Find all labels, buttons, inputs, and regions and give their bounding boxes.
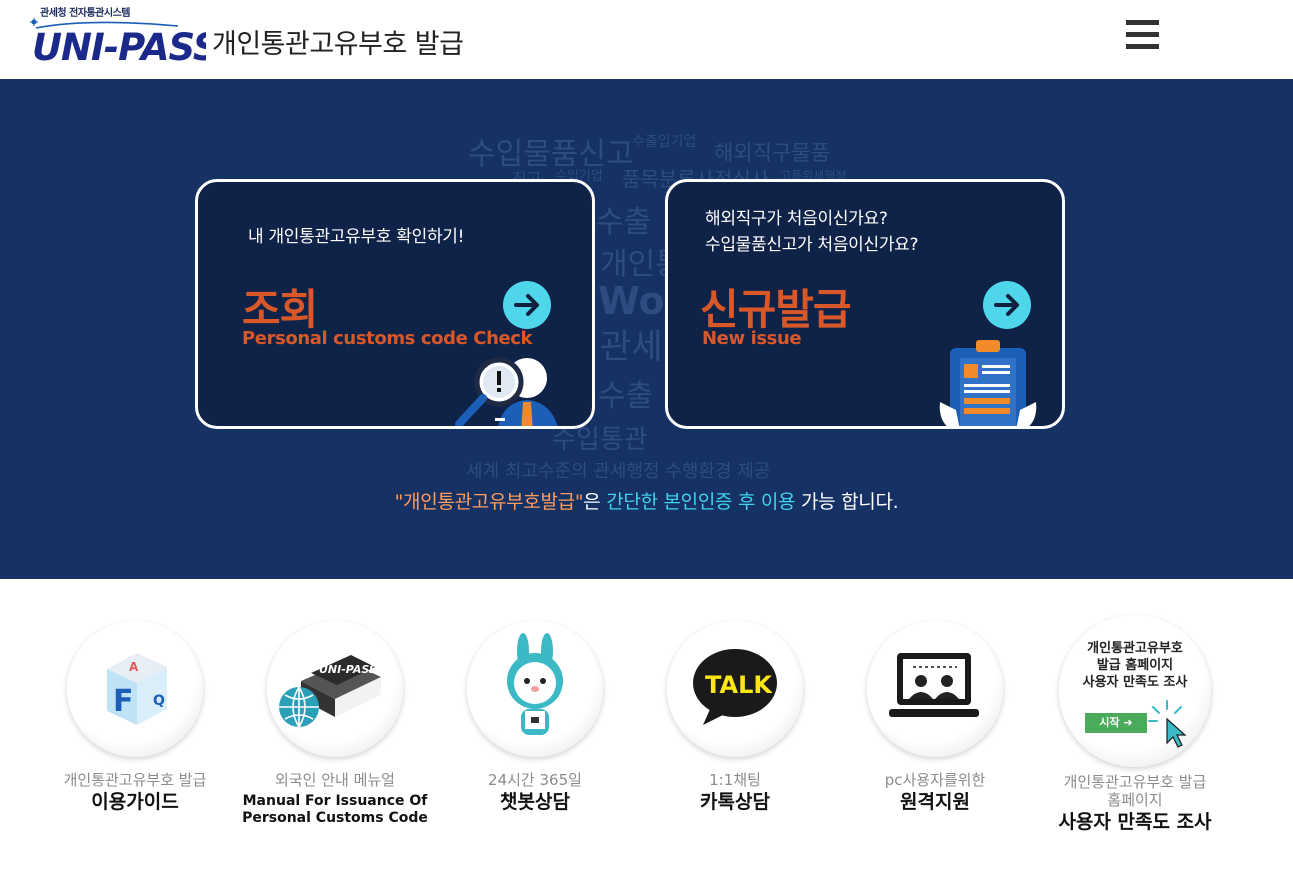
- cloud-word: 수출: [596, 205, 652, 240]
- remote-label: 원격지원: [900, 791, 970, 813]
- manual-label-line1: Manual For Issuance Of: [242, 793, 428, 809]
- manual-book-globe-icon: UNI-PASS: [267, 621, 403, 757]
- page-title: 개인통관고유부호 발급: [212, 29, 464, 60]
- survey-caption-line2: 홈페이지: [1107, 791, 1163, 809]
- survey-caption: 개인통관고유부호 발급 홈페이지: [1035, 773, 1235, 809]
- usage-guide-link[interactable]: A F Q 개인통관고유부호 발급 이용가이드: [35, 621, 235, 815]
- satisfaction-survey-link[interactable]: 개인통관고유부호 발급 홈페이지 사용자 만족도 조사 시작 ➜ 개인통관고유부…: [1035, 615, 1235, 835]
- new-issue-card-description: 해외직구가 처음이신가요? 수입물품신고가 처음이신가요?: [705, 206, 919, 258]
- cloud-word: 해외직구물품: [714, 141, 830, 165]
- survey-badge-line1: 개인통관고유부호: [1087, 641, 1183, 656]
- survey-badge-text: 개인통관고유부호 발급 홈페이지 사용자 만족도 조사: [1059, 640, 1211, 691]
- cloud-word: 세계 최고수준의 관세행정 수행환경 제공: [466, 461, 771, 482]
- lookup-card-description: 내 개인통관고유부호 확인하기!: [248, 227, 465, 247]
- cloud-word: 수출입기업: [632, 134, 697, 150]
- notice-highlight: 간단한 본인인증 후 이용: [606, 491, 796, 513]
- hamburger-menu-icon[interactable]: [1126, 20, 1166, 54]
- kakao-talk-link[interactable]: TALK 1:1채팅 카톡상담: [635, 621, 835, 815]
- survey-badge-line3: 사용자 만족도 조사: [1082, 675, 1188, 690]
- svg-text:UNI-PASS: UNI-PASS: [319, 663, 377, 676]
- svg-text:F: F: [113, 684, 134, 719]
- survey-click-icon: 개인통관고유부호 발급 홈페이지 사용자 만족도 조사 시작 ➜: [1059, 615, 1211, 767]
- svg-text:TALK: TALK: [705, 671, 773, 699]
- foreigner-manual-link[interactable]: UNI-PASS 외국인 안내 메뉴얼 Manual For Issuance …: [235, 621, 435, 827]
- notice-text-end: 가능 합니다.: [795, 491, 899, 513]
- svg-text:UNI-PASS: UNI-PASS: [32, 26, 206, 64]
- usage-guide-caption: 개인통관고유부호 발급: [63, 771, 207, 789]
- service-links: A F Q 개인통관고유부호 발급 이용가이드 UNI-PASS 외국인 안내 …: [0, 579, 1293, 872]
- new-issue-desc-line1: 해외직구가 처음이신가요?: [705, 209, 888, 229]
- chatbot-link[interactable]: 24시간 365일 챗봇상담: [435, 621, 635, 815]
- magnifier-person-icon: [455, 357, 558, 426]
- new-issue-card[interactable]: 해외직구가 처음이신가요? 수입물품신고가 처음이신가요? 신규발급 New i…: [665, 179, 1065, 429]
- survey-badge-line2: 발급 홈페이지: [1096, 658, 1174, 673]
- remote-support-laptop-icon: [867, 621, 1003, 757]
- uni-pass-logo[interactable]: UNI-PASS: [28, 16, 206, 64]
- logo-subtitle: 관세청 전자통관시스템: [40, 8, 130, 19]
- notice-service-name: "개인통관고유부호발급": [394, 491, 584, 513]
- cloud-word: 수입통관: [552, 425, 648, 455]
- clipboard-document-icon: [939, 340, 1037, 426]
- hero-section: 수입물품신고 수출입기업 해외직구물품 최고 수입기업 품목분류사전심사 고품위…: [0, 79, 1293, 579]
- notice-text: 은: [583, 491, 607, 513]
- chatbot-rabbit-icon: [467, 621, 603, 757]
- auth-notice: "개인통관고유부호발급"은 간단한 본인인증 후 이용 가능 합니다.: [0, 487, 1293, 514]
- cloud-word: 수입물품신고: [468, 137, 634, 172]
- lookup-card-title: 조회: [242, 285, 318, 334]
- new-issue-card-title: 신규발급: [700, 285, 852, 334]
- survey-start-button[interactable]: 시작 ➜: [1085, 713, 1147, 733]
- new-issue-desc-line2: 수입물품신고가 처음이신가요?: [705, 235, 919, 255]
- lookup-card-subtitle: Personal customs code Check: [242, 328, 533, 349]
- lookup-card[interactable]: 내 개인통관고유부호 확인하기! 조회 Personal customs cod…: [195, 179, 595, 429]
- manual-label: Manual For Issuance Of Personal Customs …: [235, 793, 435, 827]
- faq-cube-icon: A F Q: [67, 621, 203, 757]
- chatbot-label: 챗봇상담: [500, 791, 570, 813]
- usage-guide-label: 이용가이드: [91, 791, 179, 813]
- kakao-label: 카톡상담: [700, 791, 770, 813]
- svg-text:Q: Q: [153, 693, 165, 709]
- new-issue-card-subtitle: New issue: [702, 328, 802, 349]
- manual-label-line2: Personal Customs Code: [242, 810, 428, 826]
- site-header: 관세청 전자통관시스템 UNI-PASS 개인통관고유부호 발급: [0, 0, 1293, 79]
- chatbot-caption: 24시간 365일: [488, 771, 582, 789]
- arrow-right-icon[interactable]: [983, 281, 1031, 329]
- kakao-caption: 1:1채팅: [709, 771, 761, 789]
- remote-support-link[interactable]: pc사용자를위한 원격지원: [835, 621, 1035, 815]
- survey-label: 사용자 만족도 조사: [1058, 811, 1212, 833]
- manual-caption: 외국인 안내 메뉴얼: [275, 771, 395, 789]
- remote-caption: pc사용자를위한: [884, 771, 986, 789]
- kakao-talk-icon: TALK: [667, 621, 803, 757]
- svg-text:A: A: [129, 660, 139, 674]
- survey-caption-line1: 개인통관고유부호 발급: [1063, 773, 1207, 791]
- cursor-click-icon: [1148, 700, 1187, 748]
- arrow-right-icon[interactable]: [503, 281, 551, 329]
